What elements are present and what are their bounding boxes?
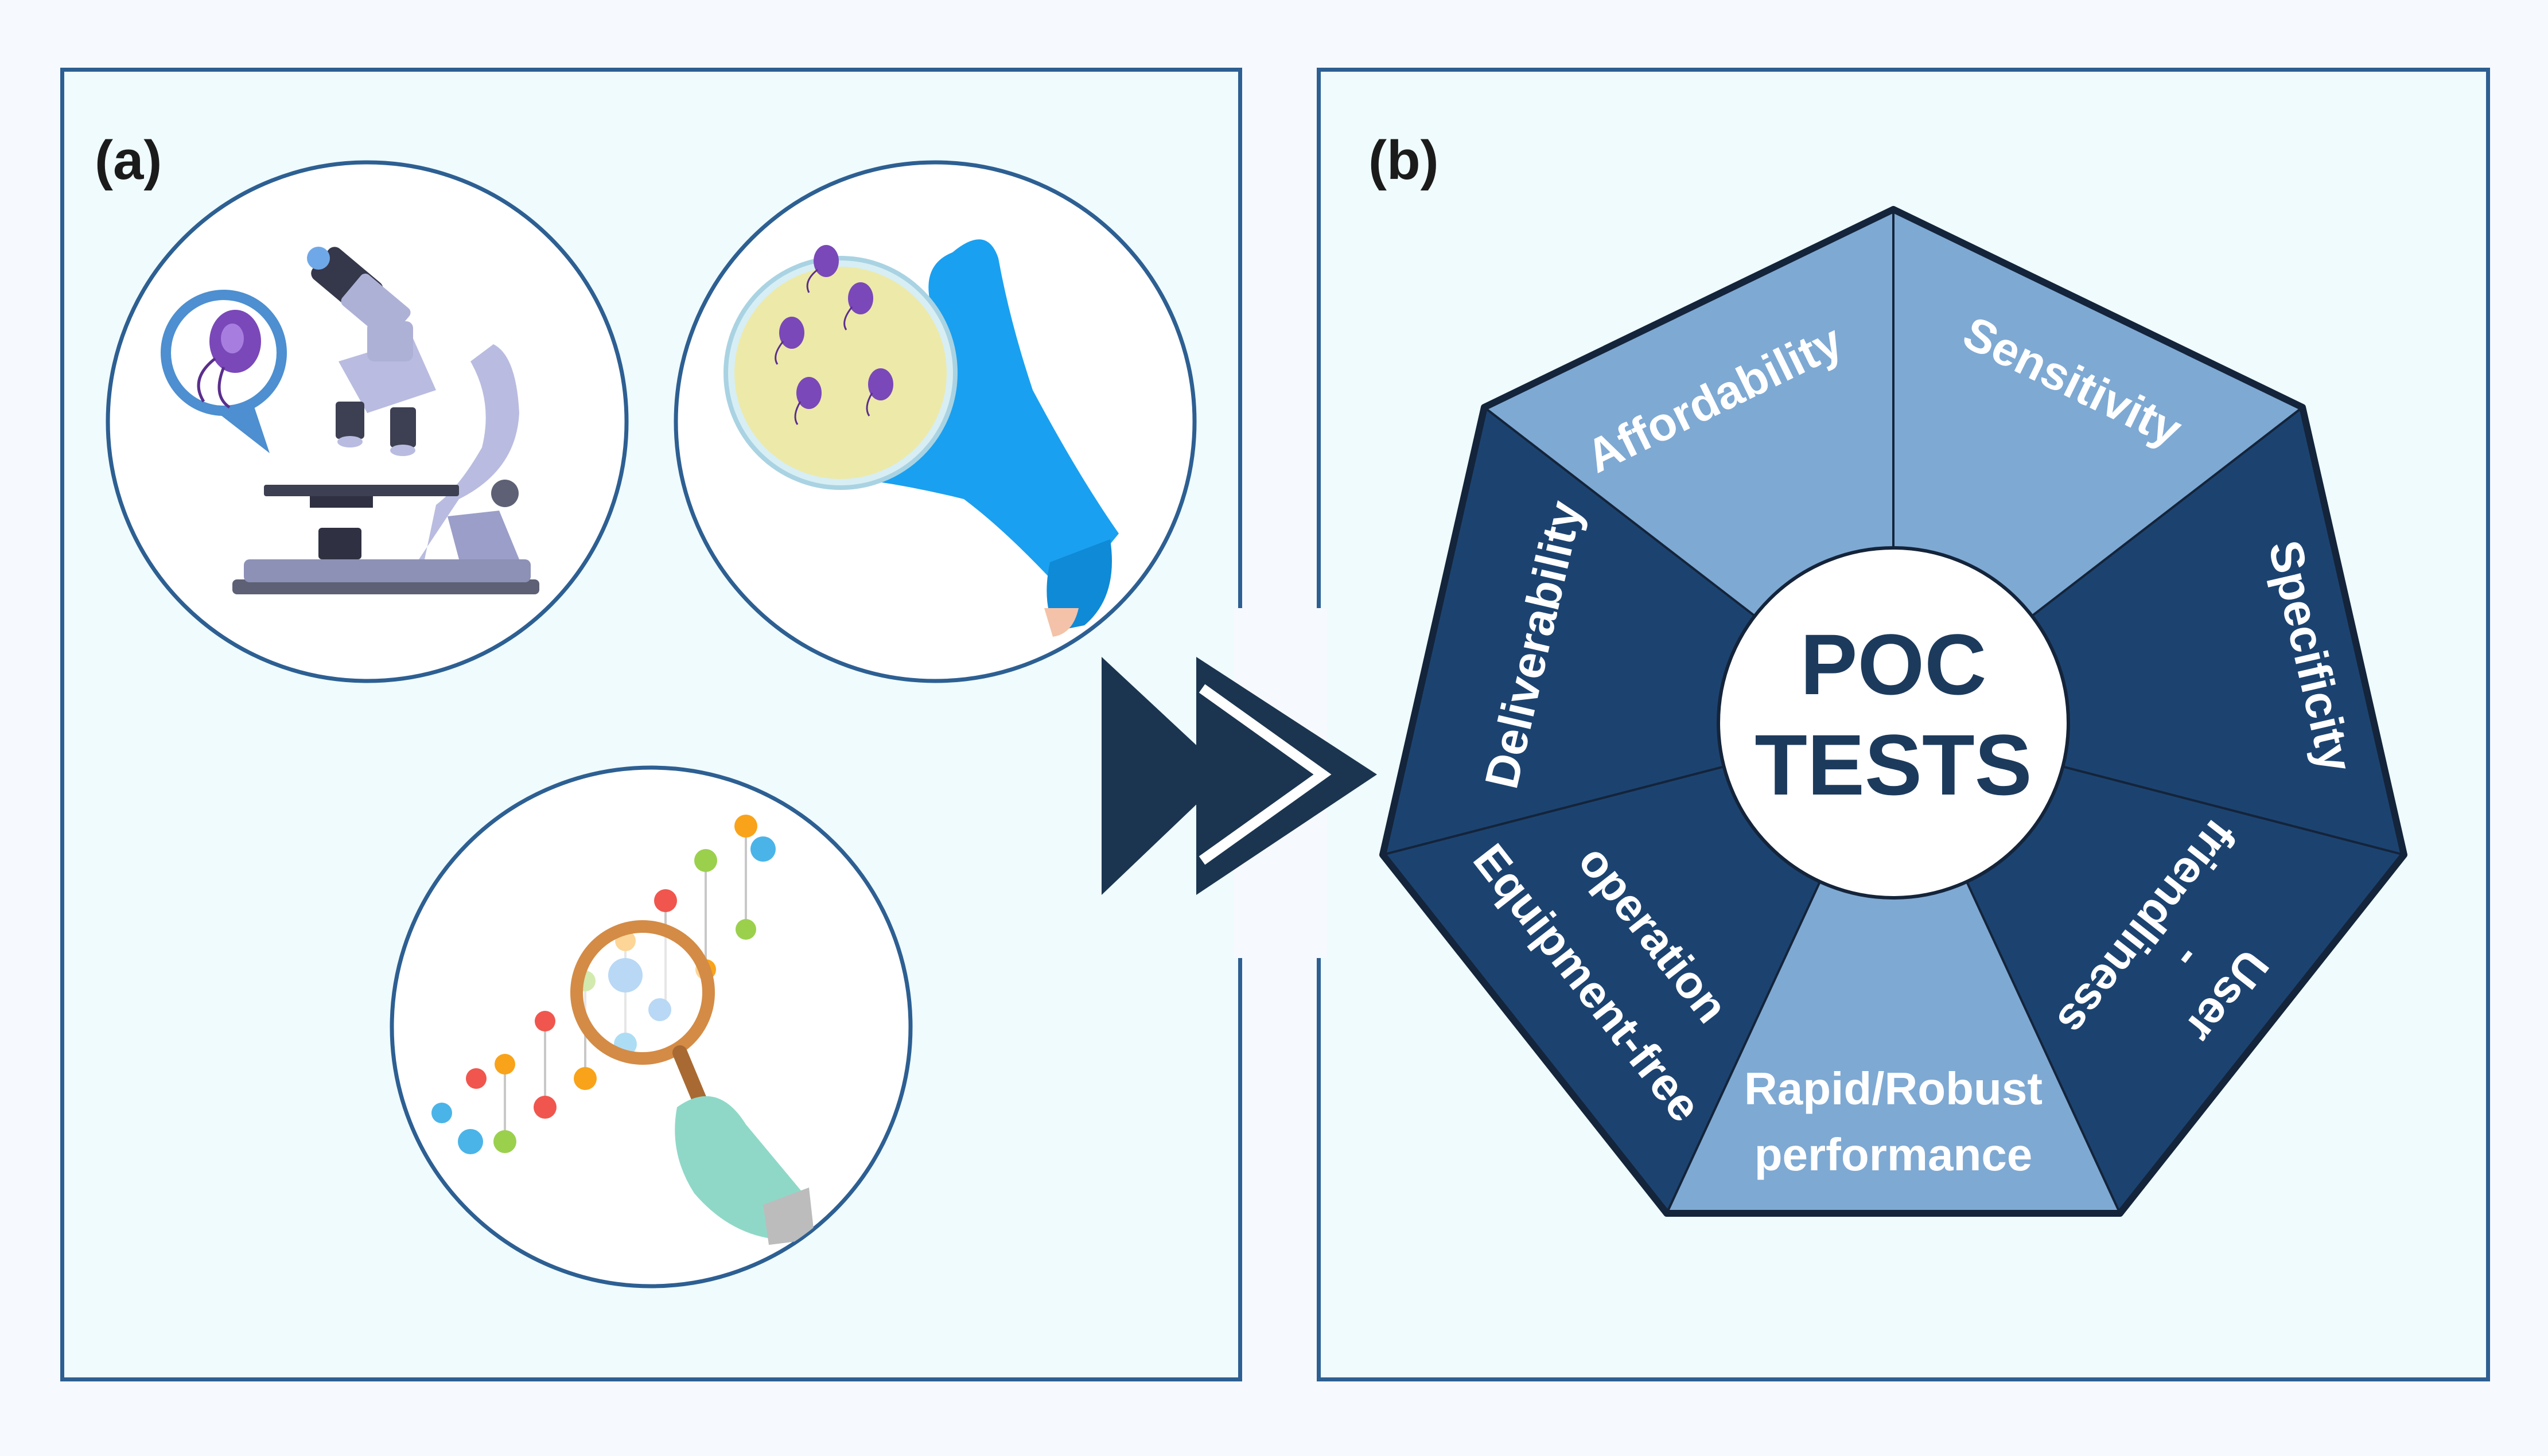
- dna-icon: [431, 815, 815, 1245]
- petri-dish-circle: [674, 160, 1197, 683]
- microscope-circle: [106, 160, 629, 683]
- dna-circle: [390, 765, 913, 1288]
- petri-dish-icon: [723, 239, 1119, 637]
- center-label-line1: POC: [1800, 616, 1986, 713]
- segment-equipment-free: [1383, 723, 1893, 1213]
- segment-user-friendliness: [1893, 723, 2404, 1213]
- microscope-icon: [161, 247, 539, 594]
- label-rapid-line2: performance: [1755, 1129, 2033, 1180]
- center-label-line2: TESTS: [1755, 717, 2032, 813]
- panel-b-label: (b): [1368, 130, 1439, 191]
- poc-heptagon: [1379, 206, 2407, 1217]
- double-arrow-icon: [1102, 657, 1377, 895]
- label-rapid-line1: Rapid/Robust: [1744, 1063, 2043, 1114]
- parasite-group: [779, 245, 893, 409]
- panel-a-label: (a): [95, 130, 162, 191]
- center-circle: [1717, 546, 2070, 900]
- segment-rapid-robust: [1667, 723, 2120, 1213]
